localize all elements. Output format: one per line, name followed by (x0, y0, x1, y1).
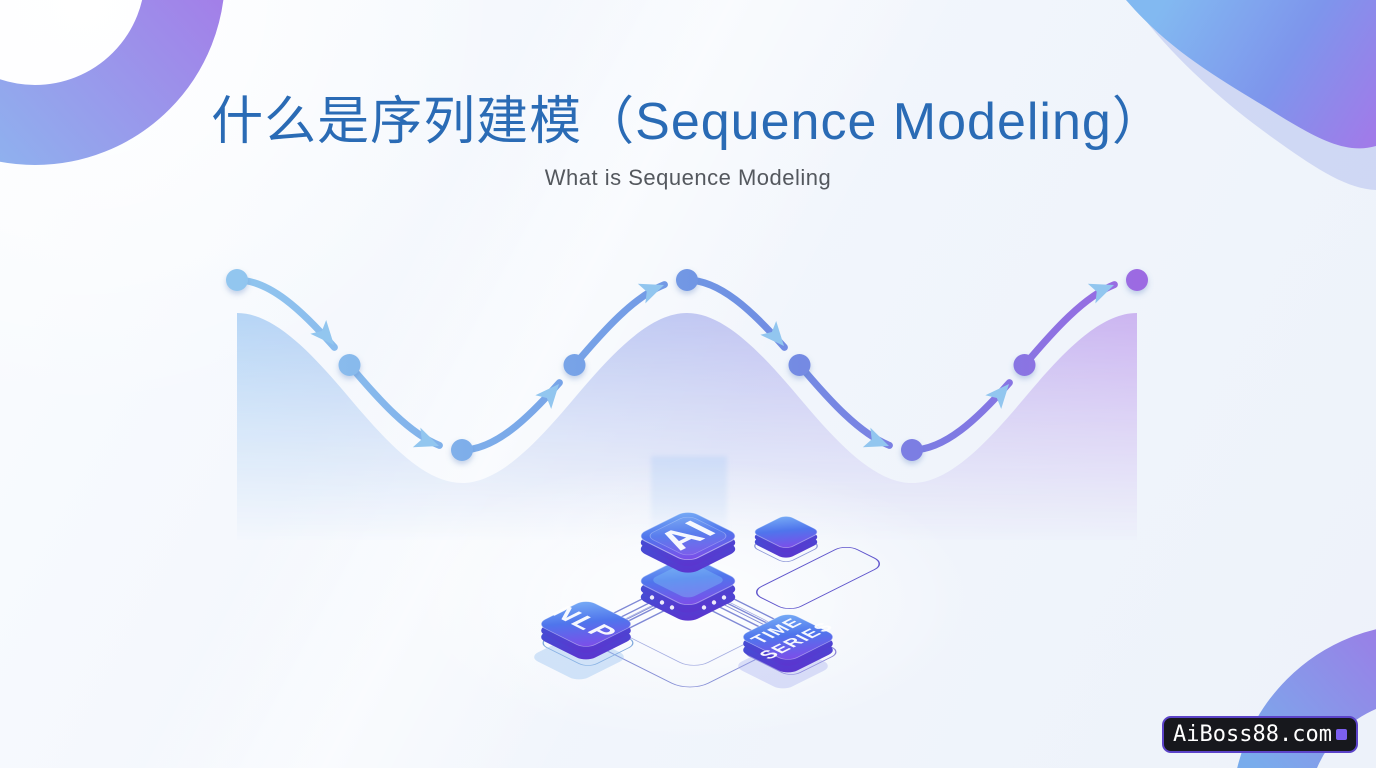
time-series-label-line1: TIME (746, 616, 807, 646)
wave-arrowhead (862, 427, 889, 448)
watermark-text: AiBoss88.com (1173, 721, 1332, 747)
watermark-badge: AiBoss88.com (1162, 716, 1358, 753)
chip-pins (649, 595, 727, 610)
wave-arrowhead (412, 427, 439, 448)
time-series-chip: TIME SERIES (737, 611, 839, 676)
watermark-accent-square (1336, 729, 1347, 740)
nlp-chip-label: NLP (544, 603, 625, 644)
board-outline-right (749, 543, 887, 613)
page-subtitle: What is Sequence Modeling (544, 165, 832, 191)
wave-dot (226, 269, 248, 291)
wave-dot (676, 269, 698, 291)
circuit-traces (597, 596, 779, 634)
wave-arrowhead (760, 320, 784, 346)
wave-dot (563, 354, 586, 376)
blank-chip-outline (749, 527, 823, 565)
circuit-wireframes (537, 527, 887, 694)
wave-dots (226, 269, 1148, 461)
ai-chip-label: AI (647, 515, 728, 555)
light-beam (651, 456, 727, 546)
nlp-chip: NLP (535, 598, 637, 663)
wave-dot (1013, 354, 1036, 376)
wave-arrowhead (535, 384, 559, 410)
wave-arrowhead (637, 283, 664, 304)
base-chip (634, 553, 742, 624)
wave-dot (338, 354, 361, 376)
wave-arrowhead (310, 319, 334, 345)
wave-dot (901, 439, 923, 461)
wave-arrowhead (1087, 283, 1114, 304)
time-series-label-line2: SERIES (755, 620, 839, 662)
nlp-chip-outline (537, 617, 639, 669)
time-shadow-plate (732, 640, 834, 692)
wave-dot (788, 354, 811, 376)
wave-arrowheads (310, 283, 1114, 448)
wave-dot (451, 439, 473, 461)
wave-arrowhead (985, 384, 1009, 410)
wave-line (233, 276, 1141, 454)
wave-dot (1126, 269, 1148, 291)
ai-chip: AI (634, 508, 742, 576)
blank-chip (749, 513, 823, 560)
time-chip-outline (740, 626, 842, 678)
illustration-glow (400, 460, 980, 740)
nlp-shadow-plate (528, 631, 630, 683)
slide-header: 什么是序列建模（Sequence Modeling） What is Seque… (0, 93, 1376, 191)
wave-area-fill (237, 313, 1137, 540)
page-title: 什么是序列建模（Sequence Modeling） (211, 93, 1165, 151)
